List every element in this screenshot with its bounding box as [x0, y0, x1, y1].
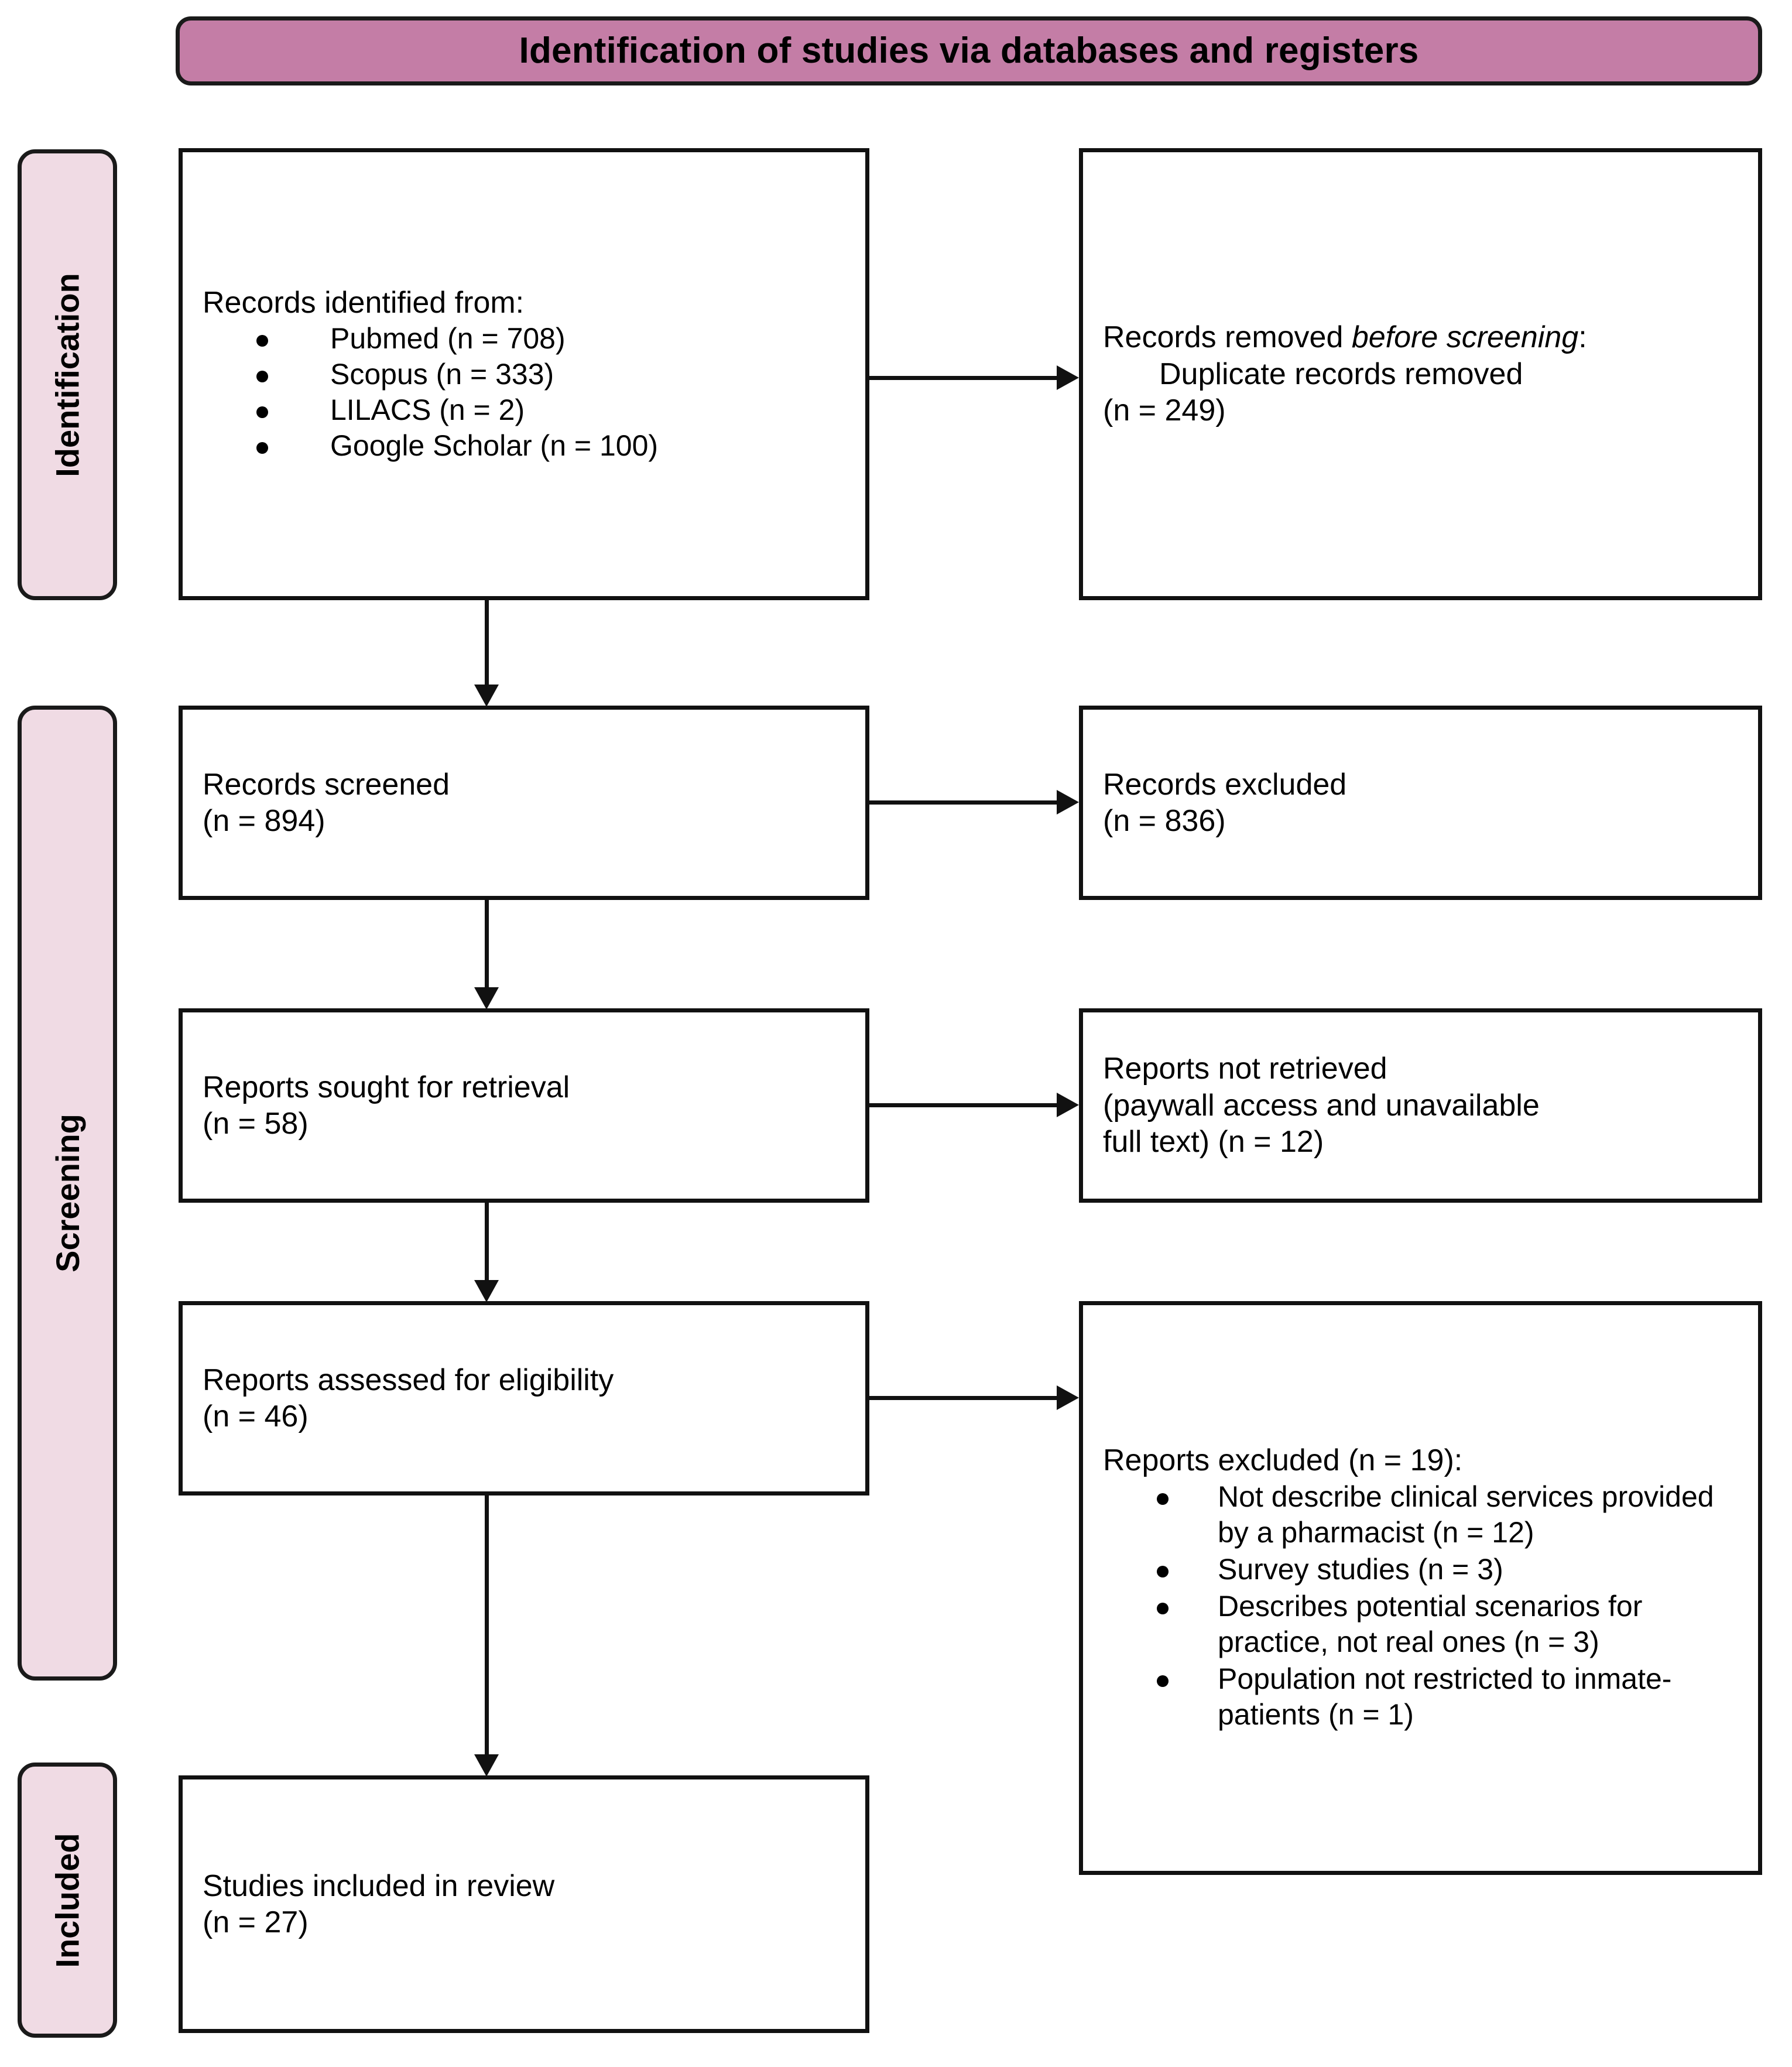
arrow-head-icon [1057, 790, 1079, 815]
list-item: Google Scholar (n = 100) [203, 428, 845, 464]
arrow-head-icon [1057, 1093, 1079, 1117]
box-reports-assessed: Reports assessed for eligibility (n = 46… [179, 1301, 869, 1496]
arrow-shaft [869, 800, 1059, 805]
arrow-shaft [869, 1396, 1059, 1400]
phase-label-identification: Identification [18, 149, 117, 600]
arrow-head-icon [474, 1280, 499, 1302]
reports-assessed-count: (n = 46) [203, 1399, 309, 1433]
records-removed-heading-suffix: : [1578, 320, 1587, 355]
list-item: Pubmed (n = 708) [203, 321, 845, 357]
records-removed-heading-prefix: Records removed [1103, 320, 1352, 355]
duplicate-records-count: (n = 249) [1103, 393, 1226, 428]
box-reports-sought: Reports sought for retrieval (n = 58) [179, 1008, 869, 1203]
phase-label-screening: Screening [18, 706, 117, 1681]
arrow-sought-to-assessed [472, 1203, 501, 1302]
records-screened-count: (n = 894) [203, 804, 325, 838]
reports-assessed-label: Reports assessed for eligibility [203, 1363, 614, 1397]
list-item: Population not restricted to inmate-pati… [1103, 1661, 1738, 1733]
reports-sought-label: Reports sought for retrieval [203, 1070, 570, 1104]
diagram-banner: Identification of studies via databases … [176, 16, 1762, 85]
records-screened-label: Records screened [203, 767, 450, 802]
arrow-head-icon [474, 987, 499, 1009]
arrow-shaft [485, 1203, 489, 1282]
phase-label-screening-text: Screening [49, 1114, 86, 1272]
phase-label-identification-text: Identification [49, 272, 86, 477]
arrow-identified-to-removed [869, 363, 1079, 392]
duplicate-records-line: Duplicate records removed [1159, 357, 1523, 391]
list-item: Survey studies (n = 3) [1103, 1552, 1738, 1587]
list-item: Scopus (n = 333) [203, 357, 845, 392]
studies-included-count: (n = 27) [203, 1905, 309, 1939]
list-item: Not describe clinical services provided … [1103, 1479, 1738, 1551]
box-records-identified: Records identified from: Pubmed (n = 708… [179, 148, 869, 600]
reports-not-retrieved-label: Reports not retrieved [1103, 1052, 1387, 1086]
arrow-head-icon [474, 1754, 499, 1777]
arrow-assessed-to-reports-excluded [869, 1383, 1079, 1412]
box-reports-not-retrieved: Reports not retrieved (paywall access an… [1079, 1008, 1762, 1203]
records-identified-sources: Pubmed (n = 708) Scopus (n = 333) LILACS… [203, 321, 845, 464]
box-reports-excluded: Reports excluded (n = 19): Not describe … [1079, 1301, 1762, 1875]
arrow-screened-to-sought [472, 900, 501, 1009]
reports-sought-count: (n = 58) [203, 1107, 309, 1141]
reports-not-retrieved-count: full text) (n = 12) [1103, 1125, 1324, 1159]
box-records-removed: Records removed before screening: Duplic… [1079, 148, 1762, 600]
reports-excluded-heading: Reports excluded (n = 19): [1103, 1443, 1463, 1478]
records-excluded-count: (n = 836) [1103, 804, 1226, 838]
box-studies-included: Studies included in review (n = 27) [179, 1775, 869, 2033]
list-item: Describes potential scenarios for practi… [1103, 1589, 1738, 1660]
arrow-head-icon [1057, 365, 1079, 390]
records-removed-heading: Records removed before screening: [1103, 319, 1738, 355]
banner-title: Identification of studies via databases … [519, 30, 1419, 71]
arrow-head-icon [1057, 1385, 1079, 1410]
box-records-screened: Records screened (n = 894) [179, 706, 869, 900]
records-removed-heading-italic: before screening [1351, 320, 1579, 355]
reports-not-retrieved-reason: (paywall access and unavailable [1103, 1088, 1540, 1123]
arrow-head-icon [474, 685, 499, 707]
list-item: LILACS (n = 2) [203, 392, 845, 428]
arrow-shaft [485, 1496, 489, 1757]
box-records-excluded: Records excluded (n = 836) [1079, 706, 1762, 900]
arrow-shaft [869, 376, 1059, 380]
arrow-assessed-to-included [472, 1496, 501, 1777]
arrow-shaft [485, 600, 489, 687]
reports-excluded-reasons: Not describe clinical services provided … [1103, 1479, 1738, 1734]
arrow-shaft [869, 1103, 1059, 1107]
phase-label-included-text: Included [49, 1832, 86, 1968]
records-identified-heading: Records identified from: [203, 285, 525, 320]
arrow-sought-to-not-retrieved [869, 1090, 1079, 1120]
records-excluded-label: Records excluded [1103, 767, 1347, 802]
arrow-identified-to-screened [472, 600, 501, 707]
arrow-shaft [485, 900, 489, 990]
phase-label-included: Included [18, 1763, 117, 2038]
arrow-screened-to-excluded [869, 788, 1079, 817]
studies-included-label: Studies included in review [203, 1868, 555, 1903]
